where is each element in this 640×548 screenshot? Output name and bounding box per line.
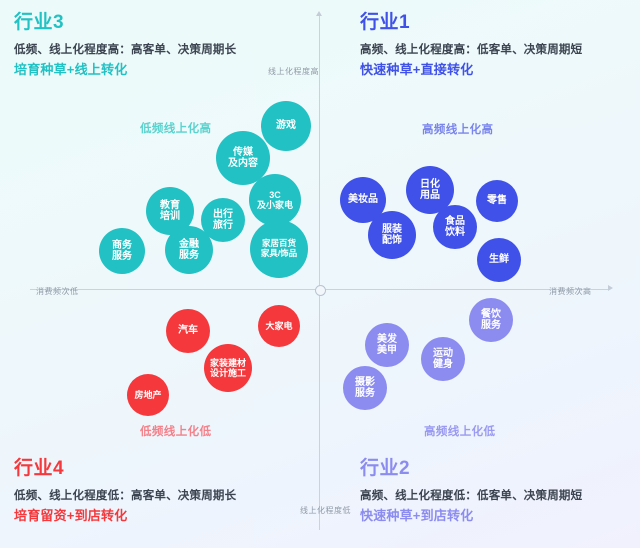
quadrant-inner-label-top-right: 高频线上化高 (422, 124, 494, 136)
quadrant-action-top-right: 快速种草+直接转化 (360, 62, 474, 78)
quadrant-subtitle-bottom-left: 低频、线上化程度低：高客单、决策周期长 (14, 489, 237, 502)
bubble-家居百货-家具/饰品[interactable]: 家居百货 家具/饰品 (250, 220, 308, 278)
x-axis-arrow-icon (608, 285, 613, 291)
quadrant-inner-label-top-left: 低频线上化高 (140, 123, 212, 135)
bubble-label: 家居百货 家具/饰品 (260, 238, 298, 258)
bubble-label: 家装建材 设计施工 (209, 357, 246, 378)
quadrant-action-top-left: 培育种草+线上转化 (14, 62, 128, 78)
bubble-label: 商务 服务 (112, 239, 132, 262)
quadrant-title-bottom-right: 行业2 (360, 458, 411, 479)
bubble-label: 摄影 服务 (355, 376, 375, 399)
axis-label-left: 消费频次低 (36, 287, 79, 296)
bubble-大家电[interactable]: 大家电 (258, 305, 300, 347)
bubble-家装建材-设计施工[interactable]: 家装建材 设计施工 (204, 344, 252, 392)
bubble-出行-旅行[interactable]: 出行 旅行 (201, 198, 245, 242)
bubble-label: 服装 配饰 (382, 223, 402, 246)
bubble-生鲜[interactable]: 生鲜 (477, 238, 521, 282)
origin-marker (315, 285, 326, 296)
bubble-商务-服务[interactable]: 商务 服务 (99, 228, 145, 274)
bubble-游戏[interactable]: 游戏 (261, 101, 311, 151)
quadrant-inner-label-bottom-left: 低频线上化低 (140, 426, 212, 438)
bubble-label: 游戏 (276, 120, 296, 132)
quadrant-action-bottom-right: 快速种草+到店转化 (360, 508, 474, 524)
bubble-食品-饮料[interactable]: 食品 饮料 (433, 205, 477, 249)
quadrant-header-bottom-right: 行业2 高频、线上化程度低：低客单、决策周期短 快速种草+到店转化 (360, 458, 582, 526)
bubble-label: 房地产 (134, 389, 162, 400)
bubble-label: 3C 及小家电 (256, 189, 293, 210)
quadrant-header-bottom-left: 行业4 低频、线上化程度低：高客单、决策周期长 培育留资+到店转化 (14, 458, 236, 526)
axis-label-top: 线上化程度高 (268, 67, 319, 76)
bubble-label: 餐饮 服务 (481, 308, 501, 331)
bubble-label: 出行 旅行 (213, 208, 233, 231)
quadrant-title-top-right: 行业1 (360, 12, 411, 33)
bubble-label: 运动 健身 (433, 347, 453, 370)
bubble-餐饮-服务[interactable]: 餐饮 服务 (469, 298, 513, 342)
quadrant-header-top-right: 行业1 高频、线上化程度高：低客单、决策周期短 快速种草+直接转化 (360, 12, 582, 80)
bubble-label: 传媒 及内容 (228, 146, 258, 169)
bubble-3C-及小家电[interactable]: 3C 及小家电 (249, 174, 301, 226)
bubble-label: 生鲜 (489, 254, 509, 266)
axis-label-bottom: 线上化程度低 (300, 506, 351, 515)
bubble-label: 汽车 (178, 325, 198, 337)
quadrant-inner-label-bottom-right: 高频线上化低 (424, 426, 496, 438)
quadrant-header-top-left: 行业3 低频、线上化程度高：高客单、决策周期长 培育种草+线上转化 (14, 12, 236, 80)
bubble-label: 零售 (487, 195, 507, 207)
bubble-label: 教育 培训 (160, 199, 180, 222)
quadrant-subtitle-bottom-right: 高频、线上化程度低：低客单、决策周期短 (360, 489, 583, 502)
bubble-label: 金融 服务 (179, 238, 199, 261)
axis-label-right: 消费频次高 (549, 287, 592, 296)
quadrant-subtitle-top-right: 高频、线上化程度高：低客单、决策周期短 (360, 43, 583, 56)
bubble-传媒-及内容[interactable]: 传媒 及内容 (216, 131, 270, 185)
bubble-美发-美甲[interactable]: 美发 美甲 (365, 323, 409, 367)
bubble-零售[interactable]: 零售 (476, 180, 518, 222)
bubble-金融-服务[interactable]: 金融 服务 (165, 226, 213, 274)
quadrant-title-bottom-left: 行业4 (14, 458, 65, 479)
bubble-运动-健身[interactable]: 运动 健身 (421, 337, 465, 381)
quadrant-title-top-left: 行业3 (14, 12, 65, 33)
vertical-axis (319, 14, 320, 530)
quadrant-subtitle-top-left: 低频、线上化程度高：高客单、决策周期长 (14, 43, 237, 56)
bubble-汽车[interactable]: 汽车 (166, 309, 210, 353)
bubble-服装-配饰[interactable]: 服装 配饰 (368, 211, 416, 259)
bubble-label: 大家电 (265, 320, 293, 331)
y-axis-arrow-icon (316, 11, 322, 16)
bubble-label: 美妆品 (348, 194, 378, 206)
quadrant-action-bottom-left: 培育留资+到店转化 (14, 508, 128, 524)
bubble-label: 日化 用品 (420, 178, 440, 201)
bubble-房地产[interactable]: 房地产 (127, 374, 169, 416)
bubble-label: 食品 饮料 (445, 215, 465, 238)
bubble-摄影-服务[interactable]: 摄影 服务 (343, 366, 387, 410)
bubble-label: 美发 美甲 (377, 333, 397, 356)
